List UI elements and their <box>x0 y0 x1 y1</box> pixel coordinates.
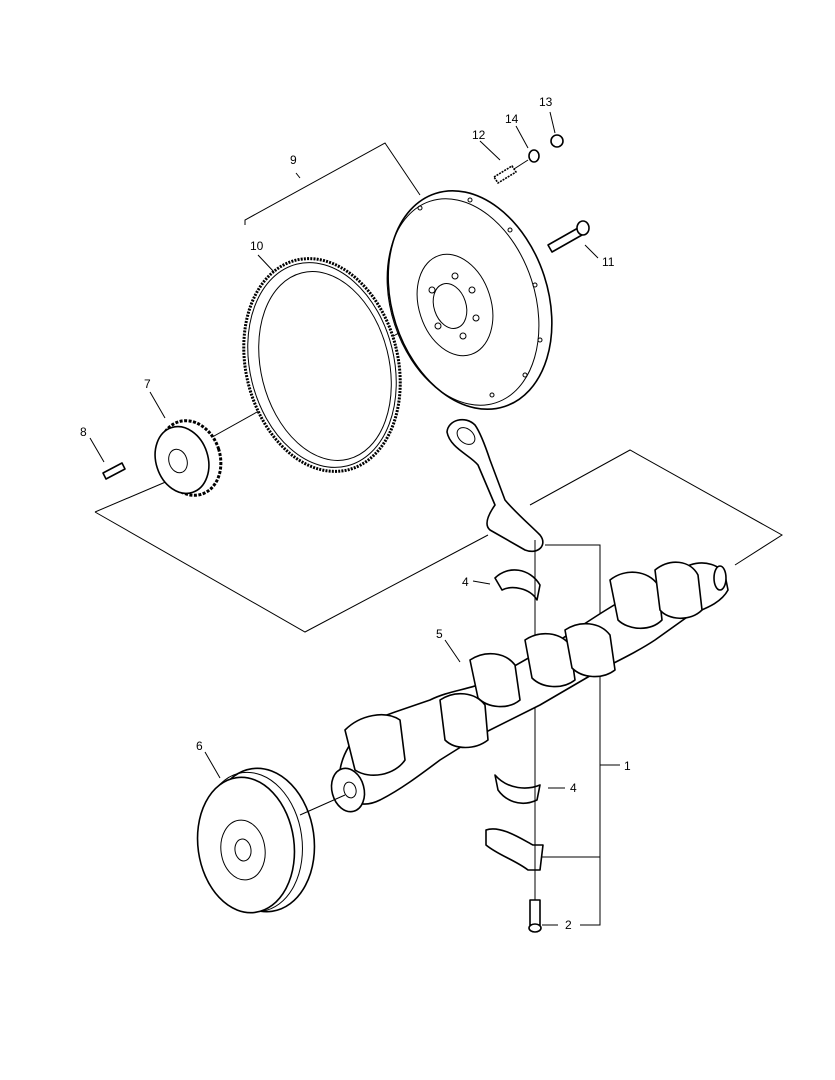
callout-2: 2 <box>565 918 572 932</box>
callout-7: 7 <box>144 377 151 391</box>
callouts: 1 2 4 4 5 6 7 8 9 10 11 12 13 14 <box>80 95 631 932</box>
crankshaft <box>330 561 729 813</box>
callout-1: 1 <box>624 759 631 773</box>
callout-4-upper: 4 <box>462 575 469 589</box>
callout-5: 5 <box>436 627 443 641</box>
flywheel-bolt <box>547 220 590 253</box>
bracket-crank-assembly <box>94 449 783 633</box>
callout-8: 8 <box>80 425 87 439</box>
flywheel <box>386 189 553 411</box>
nut <box>550 134 564 148</box>
bearing-shell-upper <box>494 569 541 601</box>
flywheel-bolt-holes <box>428 272 480 340</box>
callout-13: 13 <box>539 95 553 109</box>
connecting-rod <box>446 418 544 553</box>
timing-gear <box>154 419 223 497</box>
callout-11: 11 <box>602 255 615 269</box>
dowel-pin <box>102 462 126 480</box>
rod-bolt <box>528 540 542 933</box>
leader-lines <box>89 111 599 926</box>
callout-4-lower: 4 <box>570 781 577 795</box>
callout-14: 14 <box>505 112 519 126</box>
ring-gear <box>242 257 402 473</box>
bracket-9 <box>244 142 421 225</box>
bearing-shell-lower <box>494 774 541 805</box>
callout-6: 6 <box>196 739 203 753</box>
callout-10: 10 <box>250 239 264 253</box>
stud <box>493 159 529 184</box>
rod-cap <box>485 828 544 871</box>
flywheel-rim-holes <box>417 197 543 398</box>
washer <box>528 149 540 163</box>
callout-9: 9 <box>290 153 297 167</box>
pulley-damper <box>196 767 346 914</box>
bracket-1 <box>540 544 620 926</box>
callout-12: 12 <box>472 128 486 142</box>
